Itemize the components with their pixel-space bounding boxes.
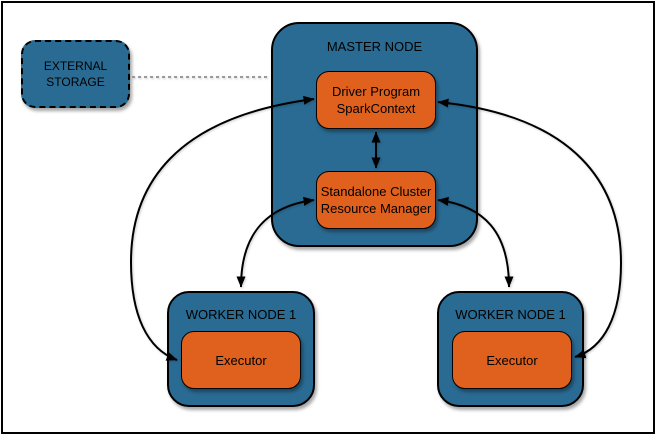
worker-left-title: WORKER NODE 1 <box>185 307 297 322</box>
node-driver-program: Driver Program SparkContext <box>316 71 436 129</box>
external-storage-label-line1: EXTERNAL <box>43 59 108 73</box>
executor-right-label: Executor <box>486 352 538 368</box>
driver-program-label-line2: SparkContext <box>336 101 416 116</box>
node-external-storage: EXTERNAL STORAGE <box>21 40 130 108</box>
external-storage-label-line2: STORAGE <box>46 75 105 89</box>
worker-right-title: WORKER NODE 1 <box>455 307 566 322</box>
resource-manager-label-line2: Resource Manager <box>320 201 432 216</box>
node-executor-right: Executor <box>452 331 572 389</box>
diagram-border <box>1 1 655 434</box>
master-node-title: MASTER NODE <box>326 39 423 54</box>
executor-left-label: Executor <box>215 352 267 368</box>
driver-program-label-line1: Driver Program <box>331 84 421 99</box>
resource-manager-label-line1: Standalone Cluster <box>320 184 432 199</box>
node-executor-left: Executor <box>181 331 301 389</box>
node-resource-manager: Standalone Cluster Resource Manager <box>316 171 436 229</box>
